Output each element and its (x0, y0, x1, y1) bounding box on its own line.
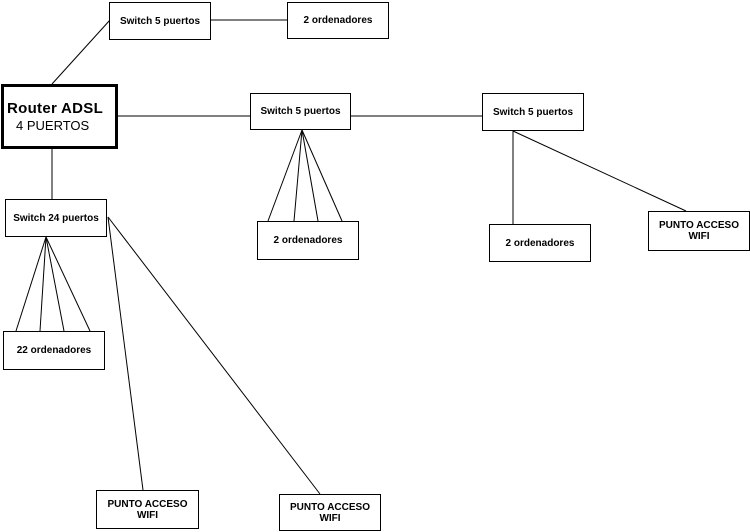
link-switch-24-ap-2 (107, 216, 321, 495)
router-subtitle: 4 PUERTOS (16, 117, 90, 133)
link-fan-mid-3 (301, 129, 319, 222)
pcs-22-label: 22 ordenadores (16, 345, 92, 356)
link-fan-24-4 (45, 236, 91, 332)
switch-right-label: Switch 5 puertos (492, 106, 573, 118)
wifi-ap-bottom-2-line1: PUNTO ACCESO (289, 501, 370, 513)
switch-24-node: Switch 24 puertos (5, 199, 107, 237)
wifi-ap-bottom-1-node: PUNTO ACCESO WIFI (96, 490, 199, 529)
pcs-right-node: 2 ordenadores (489, 224, 591, 262)
wifi-ap-right-line1: PUNTO ACCESO (658, 220, 739, 231)
wifi-ap-right-line2: WIFI (688, 231, 710, 242)
wifi-ap-bottom-1-line1: PUNTO ACCESO (107, 498, 188, 510)
link-fan-mid-2 (293, 129, 303, 222)
link-fan-24-2 (39, 236, 47, 332)
switch-right-node: Switch 5 puertos (482, 93, 584, 131)
link-fan-mid-1 (267, 129, 303, 222)
link-fan-mid-4 (301, 129, 343, 222)
pcs-mid-node: 2 ordenadores (257, 221, 359, 260)
pcs-mid-label: 2 ordenadores (273, 235, 343, 246)
router-title: Router ADSL (7, 99, 104, 117)
switch-24-label: Switch 24 puertos (13, 212, 99, 224)
link-fan-24-3 (45, 236, 65, 332)
link-switch-right-ap (512, 130, 687, 212)
link-router-switch-top (51, 19, 111, 85)
wifi-ap-bottom-2-node: PUNTO ACCESO WIFI (279, 494, 381, 531)
switch-top-label: Switch 5 puertos (119, 15, 200, 27)
switch-mid-node: Switch 5 puertos (250, 93, 351, 130)
pcs-right-label: 2 ordenadores (505, 237, 575, 249)
pcs-22-node: 22 ordenadores (3, 331, 105, 370)
router-adsl-node: Router ADSL 4 PUERTOS (1, 84, 118, 149)
wifi-ap-bottom-1-line2: WIFI (136, 509, 159, 521)
wifi-ap-right-node: PUNTO ACCESO WIFI (648, 211, 750, 251)
pcs-top-node: 2 ordenadores (287, 2, 389, 39)
switch-top-node: Switch 5 puertos (109, 2, 211, 40)
link-fan-24-1 (15, 236, 47, 332)
link-switch-24-ap-1 (107, 216, 144, 491)
wifi-ap-bottom-2-line2: WIFI (319, 512, 341, 524)
switch-mid-label: Switch 5 puertos (260, 106, 341, 117)
pcs-top-label: 2 ordenadores (303, 15, 373, 26)
